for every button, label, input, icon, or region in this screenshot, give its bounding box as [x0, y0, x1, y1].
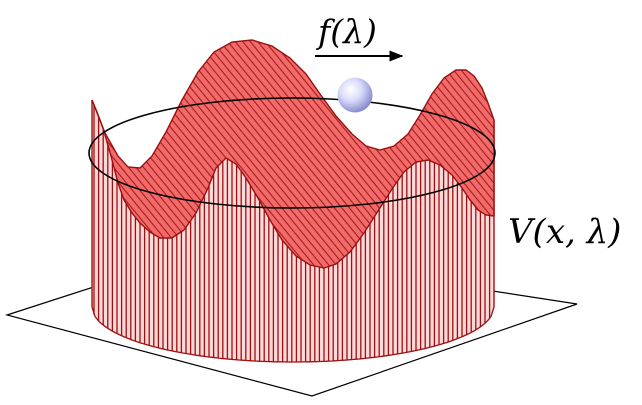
- outer-wall-front: [91, 100, 495, 363]
- orbit-ellipse: [88, 97, 496, 209]
- potential-label: V(x, λ): [508, 212, 621, 252]
- force-label: f(λ): [315, 12, 377, 51]
- ball: [337, 77, 373, 113]
